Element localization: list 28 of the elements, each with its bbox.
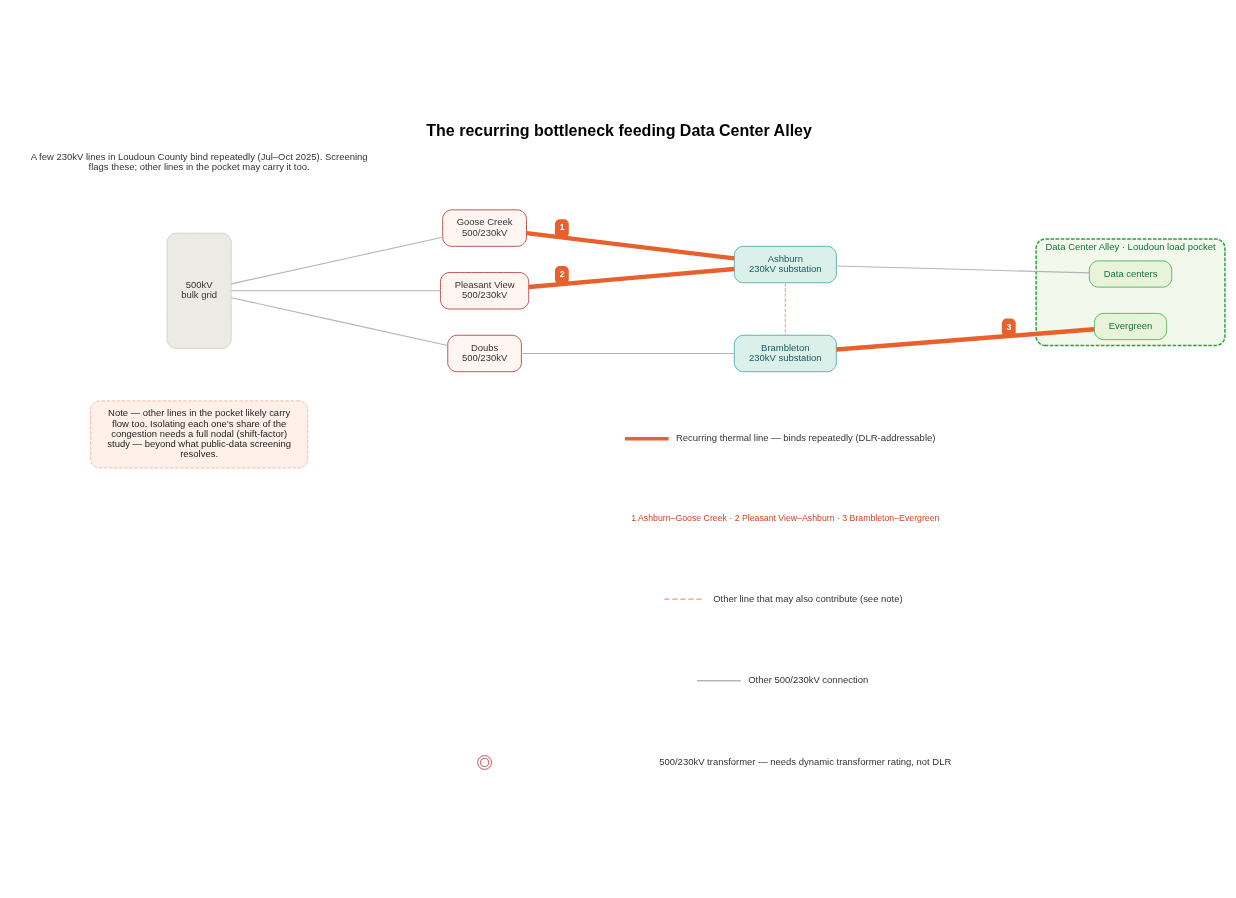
connector <box>230 297 449 347</box>
legend-label: 500/230kV transformer — needs dynamic transformer rating, not DLR <box>659 755 952 767</box>
legend-label: Other 500/230kV connection <box>748 674 869 686</box>
node-box: Doubs 500/230kV <box>447 334 522 373</box>
connector <box>526 230 735 261</box>
connector <box>784 282 786 336</box>
legend-label: Recurring thermal line — binds repeatedly (DLR-addressable) <box>675 432 936 444</box>
node-box: Pleasant View 500/230kV <box>440 272 530 310</box>
label: 1 Ashburn–Goose Creek · 2 Pleasant View–Ashburn · 3 Brambleton–Evergreen <box>631 513 940 524</box>
connector <box>520 352 735 355</box>
connector <box>230 236 444 285</box>
node-box: Evergreen <box>1094 313 1167 340</box>
connector <box>528 266 735 290</box>
edge-label: 3 <box>1006 321 1012 332</box>
label: A few 230kV lines in Loudoun County bind repeatedly (Jul–Oct 2025). Screening flags these; other lines in the pocket may carry it too. <box>30 150 368 173</box>
node-box: Goose Creek 500/230kV <box>442 209 527 247</box>
node-box: Data centers <box>1089 260 1173 288</box>
node-box: Ashburn 230kV substation <box>733 245 837 284</box>
connector <box>230 290 441 292</box>
legend-label: Other line that may also contribute (see note) <box>713 592 903 604</box>
node-box: Brambleton 230kV substation <box>733 334 837 373</box>
edge-label: 1 <box>559 222 565 233</box>
diagram-title: The recurring bottleneck feeding Data Center Alley <box>426 120 812 139</box>
node-box: Note — other lines in the pocket likely carry flow too. Isolating each one’s share of the congestion needs a full nodal (shift-factor) study — beyond what public-data screening resolves. <box>90 400 309 469</box>
connector <box>835 265 1090 274</box>
node-box: 500kV bulk grid <box>166 232 232 349</box>
edge-label: 2 <box>559 269 565 280</box>
connector <box>836 327 1095 352</box>
